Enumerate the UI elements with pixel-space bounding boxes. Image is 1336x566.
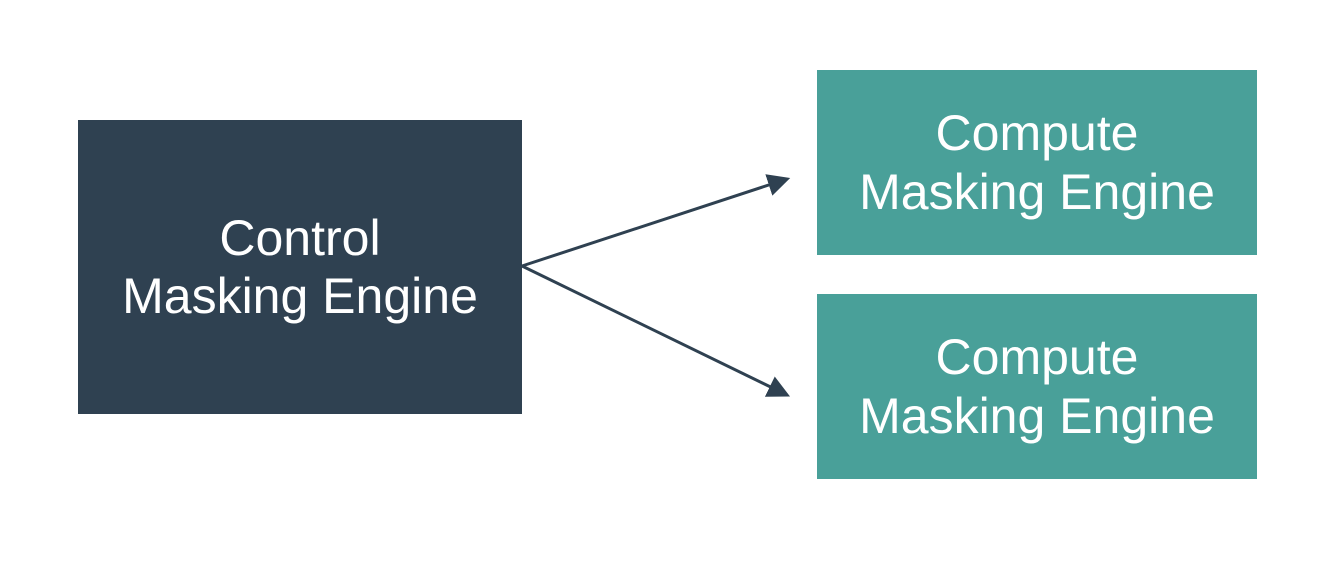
arrow-control-to-compute-2-icon [521,264,791,397]
arrow-control-to-compute-1-icon [521,174,791,268]
compute-masking-engine-1-label: Compute Masking Engine [859,105,1215,220]
compute-masking-engine-2-label: Compute Masking Engine [859,329,1215,444]
node-control-masking-engine: Control Masking Engine [78,120,522,414]
node-compute-masking-engine-2: Compute Masking Engine [817,294,1257,479]
control-masking-engine-label: Control Masking Engine [122,209,478,325]
node-compute-masking-engine-1: Compute Masking Engine [817,70,1257,255]
